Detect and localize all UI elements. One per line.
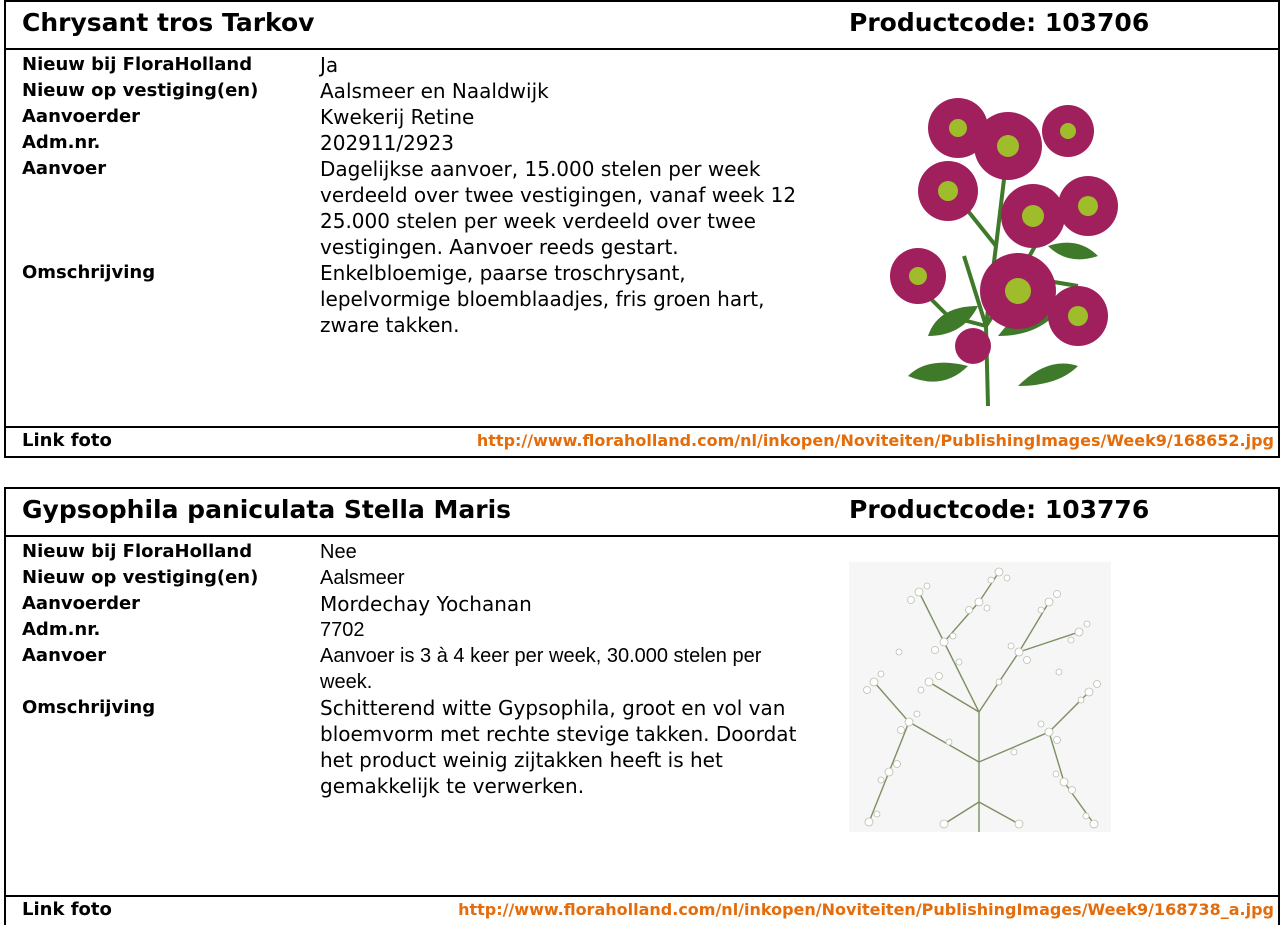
product-photo-chrysant	[868, 86, 1136, 406]
product-photo-gypsophila	[849, 562, 1111, 832]
product-title: Chrysant tros Tarkov	[22, 8, 315, 37]
detail-value: Kwekerij Retine	[320, 105, 475, 129]
detail-label: Aanvoer	[22, 158, 107, 179]
product-card-chrysant: Chrysant tros Tarkov Productcode: 103706…	[4, 0, 1280, 458]
detail-row-omschrijving: Omschrijving Schitterend witte Gypsophil…	[22, 695, 822, 799]
link-foto-label: Link foto	[22, 430, 112, 451]
product-details: Nieuw bij FloraHolland Ja Nieuw op vesti…	[22, 52, 822, 338]
photo-link[interactable]: http://www.floraholland.com/nl/inkopen/N…	[458, 900, 1274, 919]
detail-label: Aanvoerder	[22, 593, 141, 614]
link-foto-label: Link foto	[22, 899, 112, 920]
chrysanthemum-illustration	[890, 98, 1118, 406]
product-header: Gypsophila paniculata Stella Maris Produ…	[6, 489, 1278, 537]
gypsophila-illustration	[849, 562, 1111, 832]
detail-label: Nieuw bij FloraHolland	[22, 541, 253, 562]
photo-link[interactable]: http://www.floraholland.com/nl/inkopen/N…	[476, 431, 1274, 450]
detail-row-nieuw-bij: Nieuw bij FloraHolland Ja	[22, 52, 822, 78]
link-foto-row: Link foto http://www.floraholland.com/nl…	[6, 895, 1278, 925]
product-card-gypsophila: Gypsophila paniculata Stella Maris Produ…	[4, 487, 1280, 925]
detail-row-aanvoer: Aanvoer Aanvoer is 3 à 4 keer per week, …	[22, 643, 822, 695]
detail-value: Nee	[320, 541, 357, 563]
detail-row-aanvoerder: Aanvoerder Mordechay Yochanan	[22, 591, 822, 617]
detail-label: Aanvoer	[22, 645, 107, 666]
product-code: Productcode: 103776	[849, 495, 1150, 524]
detail-label: Adm.nr.	[22, 132, 101, 153]
detail-value: Mordechay Yochanan	[320, 592, 532, 616]
product-header: Chrysant tros Tarkov Productcode: 103706	[6, 2, 1278, 50]
product-details: Nieuw bij FloraHolland Nee Nieuw op vest…	[22, 539, 822, 799]
detail-row-aanvoer: Aanvoer Dagelijkse aanvoer, 15.000 stele…	[22, 156, 822, 260]
detail-row-vestiging: Nieuw op vestiging(en) Aalsmeer	[22, 565, 822, 591]
detail-row-admnr: Adm.nr. 202911/2923	[22, 130, 822, 156]
detail-label: Omschrijving	[22, 697, 156, 718]
detail-value: 202911/2923	[320, 131, 454, 155]
detail-row-vestiging: Nieuw op vestiging(en) Aalsmeer en Naald…	[22, 78, 822, 104]
detail-value: Aalsmeer en Naaldwijk	[320, 79, 549, 103]
detail-value: Aanvoer is 3 à 4 keer per week, 30.000 s…	[320, 645, 762, 693]
detail-label: Nieuw op vestiging(en)	[22, 567, 259, 588]
detail-label: Aanvoerder	[22, 106, 141, 127]
detail-value: Dagelijkse aanvoer, 15.000 stelen per we…	[320, 157, 797, 259]
detail-value: 7702	[320, 619, 365, 641]
detail-row-nieuw-bij: Nieuw bij FloraHolland Nee	[22, 539, 822, 565]
product-code: Productcode: 103706	[849, 8, 1150, 37]
detail-row-omschrijving: Omschrijving Enkelbloemige, paarse trosc…	[22, 260, 822, 338]
detail-label: Omschrijving	[22, 262, 156, 283]
detail-label: Adm.nr.	[22, 619, 101, 640]
detail-value: Aalsmeer	[320, 567, 405, 589]
detail-label: Nieuw bij FloraHolland	[22, 54, 253, 75]
detail-value: Schitterend witte Gypsophila, groot en v…	[320, 696, 797, 798]
detail-row-aanvoerder: Aanvoerder Kwekerij Retine	[22, 104, 822, 130]
detail-row-admnr: Adm.nr. 7702	[22, 617, 822, 643]
link-foto-row: Link foto http://www.floraholland.com/nl…	[6, 426, 1278, 456]
product-title: Gypsophila paniculata Stella Maris	[22, 495, 512, 524]
detail-value: Enkelbloemige, paarse troschrysant, lepe…	[320, 261, 765, 337]
detail-label: Nieuw op vestiging(en)	[22, 80, 259, 101]
detail-value: Ja	[320, 53, 339, 77]
